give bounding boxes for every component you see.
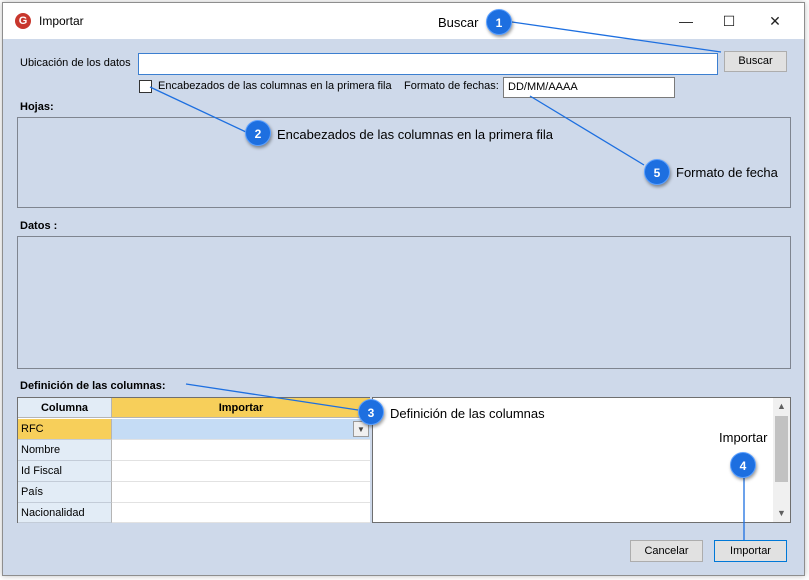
- grid-row-label[interactable]: RFC: [18, 419, 112, 440]
- callout-badge: 5: [644, 159, 670, 185]
- import-button[interactable]: Importar: [714, 540, 787, 562]
- annotation-label: Definición de las columnas: [390, 406, 545, 421]
- grid-import-cell[interactable]: [112, 440, 370, 461]
- data-preview-panel[interactable]: [17, 236, 791, 369]
- sheets-label: Hojas:: [20, 101, 54, 113]
- app-logo-icon: G: [15, 13, 31, 29]
- grid-import-cell[interactable]: [112, 503, 370, 523]
- callout-badge: 4: [730, 452, 756, 478]
- data-location-input[interactable]: [138, 53, 718, 75]
- annotation-label: Encabezados de las columnas en la primer…: [277, 127, 554, 142]
- scroll-up-icon[interactable]: ▲: [777, 401, 786, 411]
- title-bar: G Importar — ☐ ✕: [3, 3, 804, 39]
- headers-checkbox-label: Encabezados de las columnas en la primer…: [158, 80, 392, 92]
- column-preview-pane[interactable]: ▲ ▼: [372, 397, 791, 523]
- date-format-label: Formato de fechas:: [404, 80, 499, 92]
- vertical-scrollbar[interactable]: ▲ ▼: [773, 398, 790, 522]
- data-label: Datos :: [20, 220, 58, 232]
- annotation-label: Importar: [719, 430, 768, 445]
- grid-import-select[interactable]: ▼: [112, 419, 370, 440]
- browse-button[interactable]: Buscar: [724, 51, 787, 72]
- grid-row-label[interactable]: Nacionalidad: [18, 503, 112, 523]
- minimize-button[interactable]: —: [679, 13, 693, 29]
- grid-row-label[interactable]: País: [18, 482, 112, 503]
- headers-checkbox[interactable]: [139, 80, 152, 93]
- callout-badge: 2: [245, 120, 271, 146]
- callout-badge: 1: [486, 9, 512, 35]
- column-definition-label: Definición de las columnas:: [20, 380, 166, 392]
- maximize-button[interactable]: ☐: [722, 13, 736, 29]
- grid-import-cell[interactable]: [112, 461, 370, 482]
- grid-header-column: Columna: [18, 398, 112, 418]
- data-location-label: Ubicación de los datos: [20, 57, 131, 69]
- cancel-button[interactable]: Cancelar: [630, 540, 703, 562]
- close-button[interactable]: ✕: [769, 13, 781, 29]
- callout-badge: 3: [358, 399, 384, 425]
- grid-row-label[interactable]: Id Fiscal: [18, 461, 112, 482]
- column-definition-grid: Columna Importar RFC ▼ Nombre Id Fiscal …: [17, 397, 370, 523]
- date-format-input[interactable]: DD/MM/AAAA: [503, 77, 675, 98]
- chevron-down-icon[interactable]: ▼: [353, 421, 369, 437]
- window-title: Importar: [39, 14, 84, 28]
- annotation-label: Buscar: [438, 15, 479, 30]
- grid-import-cell[interactable]: [112, 482, 370, 503]
- grid-row-label[interactable]: Nombre: [18, 440, 112, 461]
- scrollbar-thumb[interactable]: [775, 416, 788, 482]
- grid-header-import: Importar: [112, 398, 370, 418]
- annotation-label: Formato de fecha: [676, 165, 778, 180]
- scroll-down-icon[interactable]: ▼: [777, 508, 786, 518]
